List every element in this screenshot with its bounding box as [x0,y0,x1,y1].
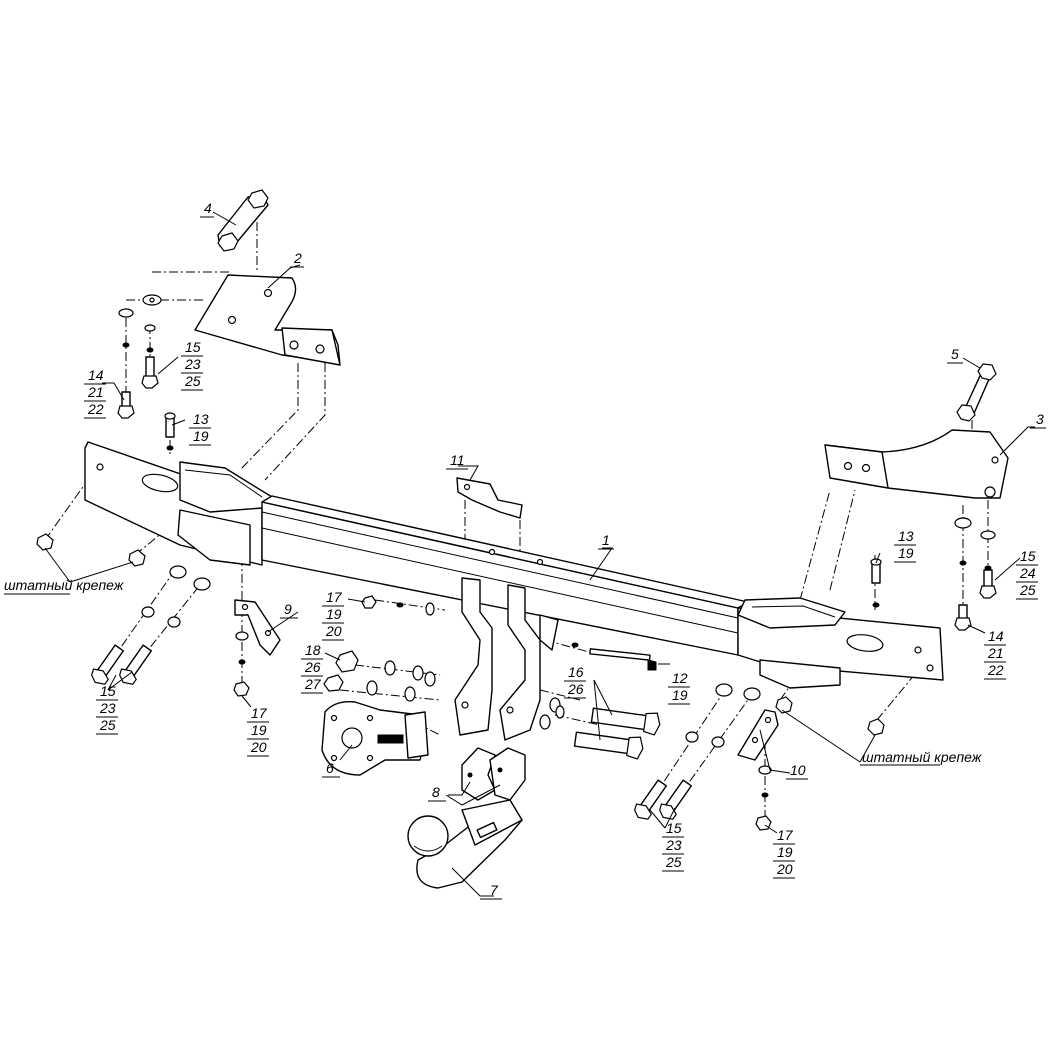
callout-13-right-19: 19 [898,545,914,561]
callout-17-right-20: 20 [776,861,793,877]
socket-bracket [456,477,523,519]
callout-12: 12 [672,670,688,686]
callout-15-right-24: 24 [1019,565,1036,581]
callout-14-right-22: 22 [987,662,1004,678]
callout-14-right: 14 [988,628,1004,644]
callout-2: 2 [293,250,302,266]
left-strap [217,189,269,252]
callout-18: 18 [305,642,321,658]
ball-mount-plates [461,747,526,801]
callout-16: 16 [568,664,584,680]
main-cross-beam [84,441,944,689]
callout-15-lower-left-23: 23 [99,700,116,716]
callout-16-26: 26 [567,681,584,697]
callout-17-left-20: 20 [250,739,267,755]
callout-1: 1 [602,532,610,548]
callout-10: 10 [790,762,806,778]
callout-6: 6 [326,760,334,776]
callout-18-26: 26 [304,659,321,675]
right-upper-bracket [824,429,1009,499]
callout-18-27: 27 [304,676,322,692]
callout-17-center-20: 20 [325,623,342,639]
callout-17-left: 17 [251,705,268,721]
callout-17-right-19: 19 [777,844,793,860]
center-hanger-plates [454,577,559,741]
callout-14-left-21: 21 [87,384,104,400]
callout-14-left: 14 [88,367,104,383]
electrical-socket-plate [321,701,429,776]
fasteners [36,294,997,831]
callout-7: 7 [490,882,499,898]
right-strap [956,363,997,422]
callout-13-right: 13 [898,528,914,544]
callout-4: 4 [204,200,212,216]
tow-ball [407,799,523,889]
callout-leaders [44,211,1035,897]
callout-12-19: 19 [672,687,688,703]
callout-15-right-25: 25 [1019,582,1036,598]
callout-3: 3 [1036,411,1044,427]
callout-5: 5 [951,346,959,362]
callout-15-top-left-23: 23 [184,356,201,372]
callout-14-right-21: 21 [987,645,1004,661]
callout-8: 8 [432,784,440,800]
callout-17-right: 17 [777,827,794,843]
callout-15-lower-left: 15 [100,683,116,699]
callout-15-lower-left-25: 25 [99,717,116,733]
callout-17-center: 17 [326,589,343,605]
callout-14-left-22: 22 [87,401,104,417]
callout-15-right: 15 [1020,548,1036,564]
callout-17-center-19: 19 [326,606,342,622]
right-small-bracket [737,709,779,761]
callout-15-lower-right-23: 23 [665,837,682,853]
left-small-bracket [234,599,281,656]
callout-labels: 1 2 3 4 5 6 7 8 9 10 11 12 19 13 19 13 [4,200,1046,900]
stock-fasteners-label-left: штатный крепеж [4,577,125,593]
callout-17-left-19: 19 [251,722,267,738]
callout-9: 9 [284,601,292,617]
callout-15-top-left-25: 25 [184,373,201,389]
callout-13-left-19: 19 [193,428,209,444]
callout-15-lower-right: 15 [666,820,682,836]
callout-15-lower-right-25: 25 [665,854,682,870]
callout-15-top-left: 15 [185,339,201,355]
left-upper-bracket [194,274,341,366]
callout-13-left: 13 [193,411,209,427]
stock-fasteners-label-right: штатный крепеж [862,749,983,765]
callout-11: 11 [450,452,465,468]
